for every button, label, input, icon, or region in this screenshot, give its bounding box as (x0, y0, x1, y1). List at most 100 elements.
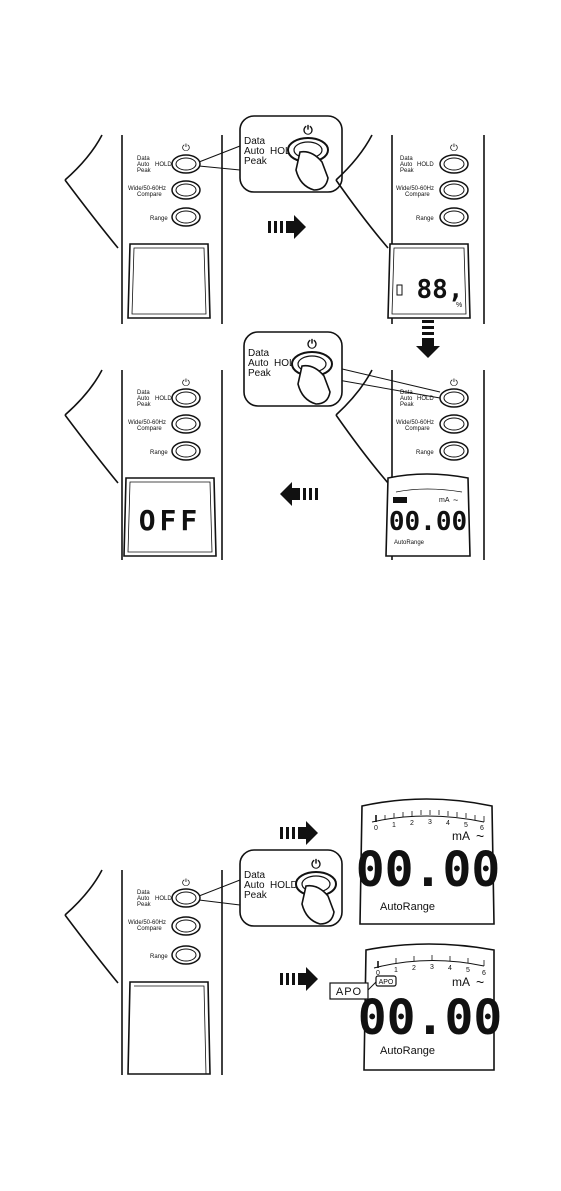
svg-text:1: 1 (394, 967, 398, 974)
reading-small: 00.00 (389, 507, 467, 537)
compare-label: Compare (137, 192, 162, 198)
svg-text:Range: Range (150, 450, 168, 456)
meter-panel-1: ⏻ Data Auto HOLD Peak Wide/50-60Hz Compa… (64, 134, 223, 324)
apo-badge (375, 975, 397, 987)
svg-text:Wide/50-60Hz: Wide/50-60Hz (128, 920, 166, 926)
reading-large: 00.00 (358, 990, 503, 1046)
arrow-down (416, 320, 440, 358)
battery-icon (396, 284, 403, 296)
power-icon: ⏻ (307, 337, 317, 351)
svg-text:Peak: Peak (248, 368, 272, 379)
lcd-blank (127, 981, 211, 1075)
svg-text:3: 3 (430, 964, 434, 971)
svg-text:5: 5 (464, 822, 468, 829)
svg-text:mA: mA (439, 497, 450, 504)
svg-text:Range: Range (416, 450, 434, 456)
svg-text:Compare: Compare (137, 426, 162, 432)
svg-text:Peak: Peak (400, 402, 415, 408)
svg-text:Peak: Peak (137, 402, 152, 408)
arrow-right-2 (280, 821, 318, 845)
zoom-callout-1: Data Auto HOLD Peak ⏻ (198, 115, 343, 193)
fsm-badge (393, 497, 407, 503)
meter-panel-5: ⏻ Data Auto HOLD Peak Wide/50-60Hz Compa… (64, 869, 223, 1075)
svg-text:HOLD: HOLD (270, 146, 298, 157)
svg-text:~: ~ (453, 495, 458, 505)
svg-text:5: 5 (466, 967, 470, 974)
meter-panel-3: ⏻ Data Auto HOLD Peak Wide/50-60Hz Compa… (64, 369, 223, 560)
wide-label: Wide/50-60Hz (128, 186, 166, 192)
svg-text:0: 0 (374, 825, 378, 832)
svg-text:AutoRange: AutoRange (394, 540, 425, 546)
svg-text:6: 6 (480, 825, 484, 832)
test-digits: 88, (417, 275, 464, 305)
lcd-reading-small (385, 473, 471, 557)
auto-label: Auto (137, 162, 150, 168)
svg-text:Auto: Auto (137, 896, 150, 902)
power-icon: ⏻ (182, 878, 190, 889)
power-icon: ⏻ (450, 378, 458, 389)
apo-callout-label: APO (336, 986, 362, 998)
svg-text:HOLD: HOLD (274, 358, 302, 369)
svg-text:Auto: Auto (137, 396, 150, 402)
peak-label: Peak (137, 168, 152, 174)
power-icon: ⏻ (450, 143, 458, 154)
svg-text:Auto: Auto (244, 146, 265, 157)
meter-panel-4: ⏻ Data Auto HOLD Peak Wide/50-60Hz Compa… (335, 369, 485, 560)
svg-text:Range: Range (150, 954, 168, 960)
svg-text:~: ~ (476, 974, 484, 990)
svg-text:Compare: Compare (405, 192, 430, 198)
svg-text:HOLD: HOLD (270, 880, 298, 891)
lcd-blank (127, 243, 211, 319)
svg-text:APO: APO (379, 979, 394, 986)
data-label: Data (137, 156, 150, 162)
power-icon: ⏻ (182, 143, 190, 154)
svg-text:4: 4 (448, 965, 452, 972)
hold-label: HOLD (155, 162, 172, 168)
svg-text:3: 3 (428, 819, 432, 826)
apo-callout: APO (329, 981, 377, 1000)
meter-panel-2: ⏻ Data Auto HOLD Peak Wide/50-60Hz Compa… (335, 134, 485, 324)
svg-text:2: 2 (412, 965, 416, 972)
svg-text:Data: Data (400, 156, 413, 162)
zoom-callout-3: Data Auto HOLD Peak ⏻ (198, 849, 343, 927)
arrow-left (280, 482, 318, 506)
arrow-right-1 (268, 215, 306, 239)
svg-text:Data: Data (244, 136, 266, 147)
svg-text:HOLD: HOLD (417, 162, 434, 168)
svg-text:Peak: Peak (244, 156, 268, 167)
svg-text:HOLD: HOLD (155, 896, 172, 902)
scale-ticks (377, 955, 485, 968)
svg-text:0: 0 (376, 970, 380, 977)
svg-text:Auto: Auto (248, 358, 269, 369)
svg-text:Auto: Auto (400, 396, 413, 402)
svg-text:Data: Data (137, 390, 150, 396)
svg-text:6: 6 (482, 970, 486, 977)
svg-text:Peak: Peak (400, 168, 415, 174)
zoom-callout-2: Data Auto HOLD Peak ⏻ (243, 331, 441, 407)
power-icon: ⏻ (303, 123, 313, 137)
lcd-off (123, 477, 217, 557)
svg-text:Data: Data (137, 890, 150, 896)
svg-text:Range: Range (416, 216, 434, 222)
arrow-right-3 (280, 967, 318, 991)
svg-text:HOLD: HOLD (155, 396, 172, 402)
power-icon: ⏻ (311, 857, 321, 871)
svg-text:2: 2 (410, 820, 414, 827)
ac-icon: ~ (476, 828, 484, 844)
svg-text:Data: Data (248, 348, 270, 359)
svg-text:4: 4 (446, 820, 450, 827)
svg-text:Data: Data (400, 390, 413, 396)
svg-text:Wide/50-60Hz: Wide/50-60Hz (128, 420, 166, 426)
svg-text:Auto: Auto (244, 880, 265, 891)
off-text: OFF (139, 504, 202, 537)
power-icon: ⏻ (182, 378, 190, 389)
test-unit: % (456, 302, 462, 309)
lcd-large-normal: 0 1 2 3 4 5 6 mA ~ 00.00 AutoRange (356, 798, 500, 925)
autorange-label: AutoRange (380, 901, 435, 913)
svg-text:HOLD: HOLD (417, 396, 434, 402)
finger-icon (301, 884, 335, 925)
svg-text:Compare: Compare (405, 426, 430, 432)
finger-icon (297, 364, 331, 405)
lcd-test (387, 243, 471, 319)
